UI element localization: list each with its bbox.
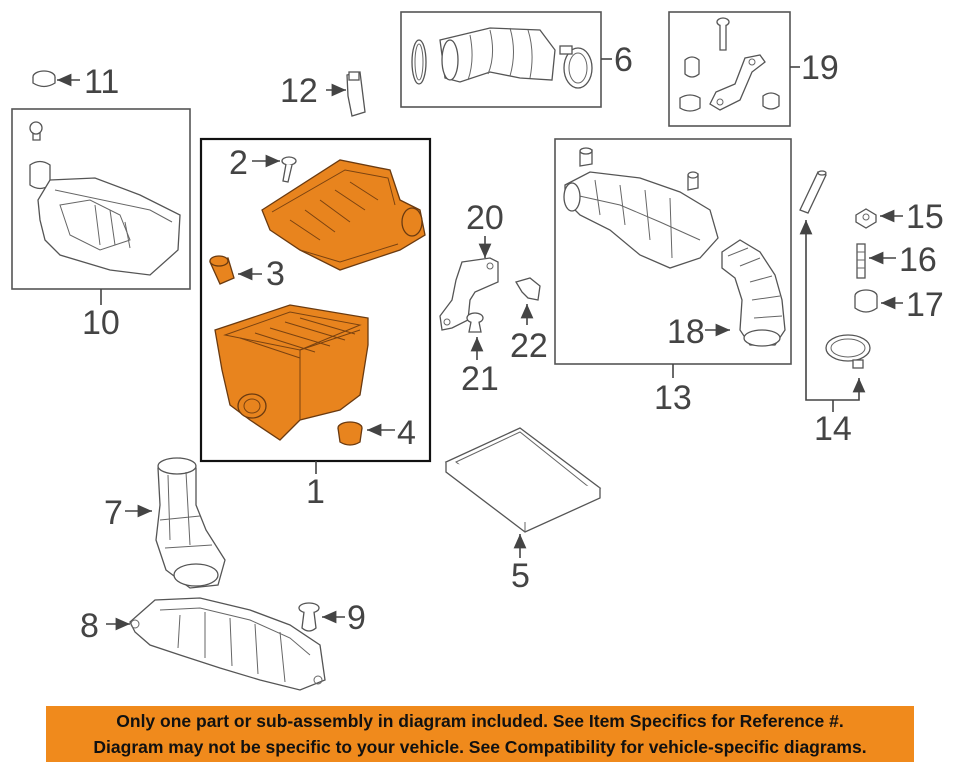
callout-10: 10 [82, 304, 120, 342]
callout-14: 14 [814, 410, 852, 448]
callout-9: 9 [347, 599, 366, 637]
disclaimer-line-1: Only one part or sub-assembly in diagram… [116, 711, 844, 731]
part-9-push-clip [298, 602, 320, 632]
part-18-hose [721, 239, 786, 347]
part-12-sensor [346, 71, 366, 117]
part-19-bracket [679, 17, 780, 112]
callout-21: 21 [461, 360, 499, 398]
part-11-nut [32, 70, 56, 88]
part-16-stud [856, 243, 866, 279]
callout-3: 3 [266, 255, 285, 293]
callout-6: 6 [614, 41, 633, 79]
part-15-nut [855, 208, 877, 229]
callout-1: 1 [306, 473, 325, 511]
part-6-intake-hose [411, 27, 593, 89]
callout-5: 5 [511, 557, 530, 595]
part-21-bolt [466, 312, 484, 333]
callout-16: 16 [899, 241, 937, 279]
part-2-bolt [281, 156, 297, 183]
callout-13: 13 [654, 379, 692, 417]
callout-20: 20 [466, 199, 504, 237]
parts-diagram: 11 12 10 2 3 [11, 11, 944, 691]
callout-2: 2 [229, 144, 248, 182]
callout-7: 7 [104, 494, 123, 532]
callout-12: 12 [280, 72, 318, 110]
disclaimer-line-2: Diagram may not be specific to your vehi… [93, 737, 867, 757]
callout-8: 8 [80, 607, 99, 645]
part-14-clamp [825, 334, 871, 369]
group-box-19 [668, 11, 791, 127]
part-10-resonator [29, 121, 181, 276]
part-13-intake-duct [563, 147, 719, 269]
part-4-grommet [337, 421, 363, 446]
part-17-grommet [854, 289, 878, 313]
part-22-clip [515, 277, 541, 301]
callout-11: 11 [84, 63, 119, 101]
callout-18: 18 [667, 313, 705, 351]
part-5-air-filter [444, 427, 602, 533]
part-1-air-cleaner-upper-housing[interactable] [261, 159, 426, 271]
callout-4: 4 [397, 414, 416, 452]
disclaimer-banner: Only one part or sub-assembly in diagram… [46, 706, 914, 762]
part-1-air-cleaner-lower-housing[interactable] [214, 304, 369, 441]
callout-19: 19 [801, 49, 839, 87]
part-14-tube [799, 170, 827, 214]
callout-15: 15 [906, 198, 944, 236]
part-3-grommet [209, 255, 235, 285]
callout-17: 17 [906, 286, 944, 324]
part-8-resonator [129, 597, 326, 691]
callout-22: 22 [510, 327, 548, 365]
part-7-air-duct [155, 457, 226, 589]
